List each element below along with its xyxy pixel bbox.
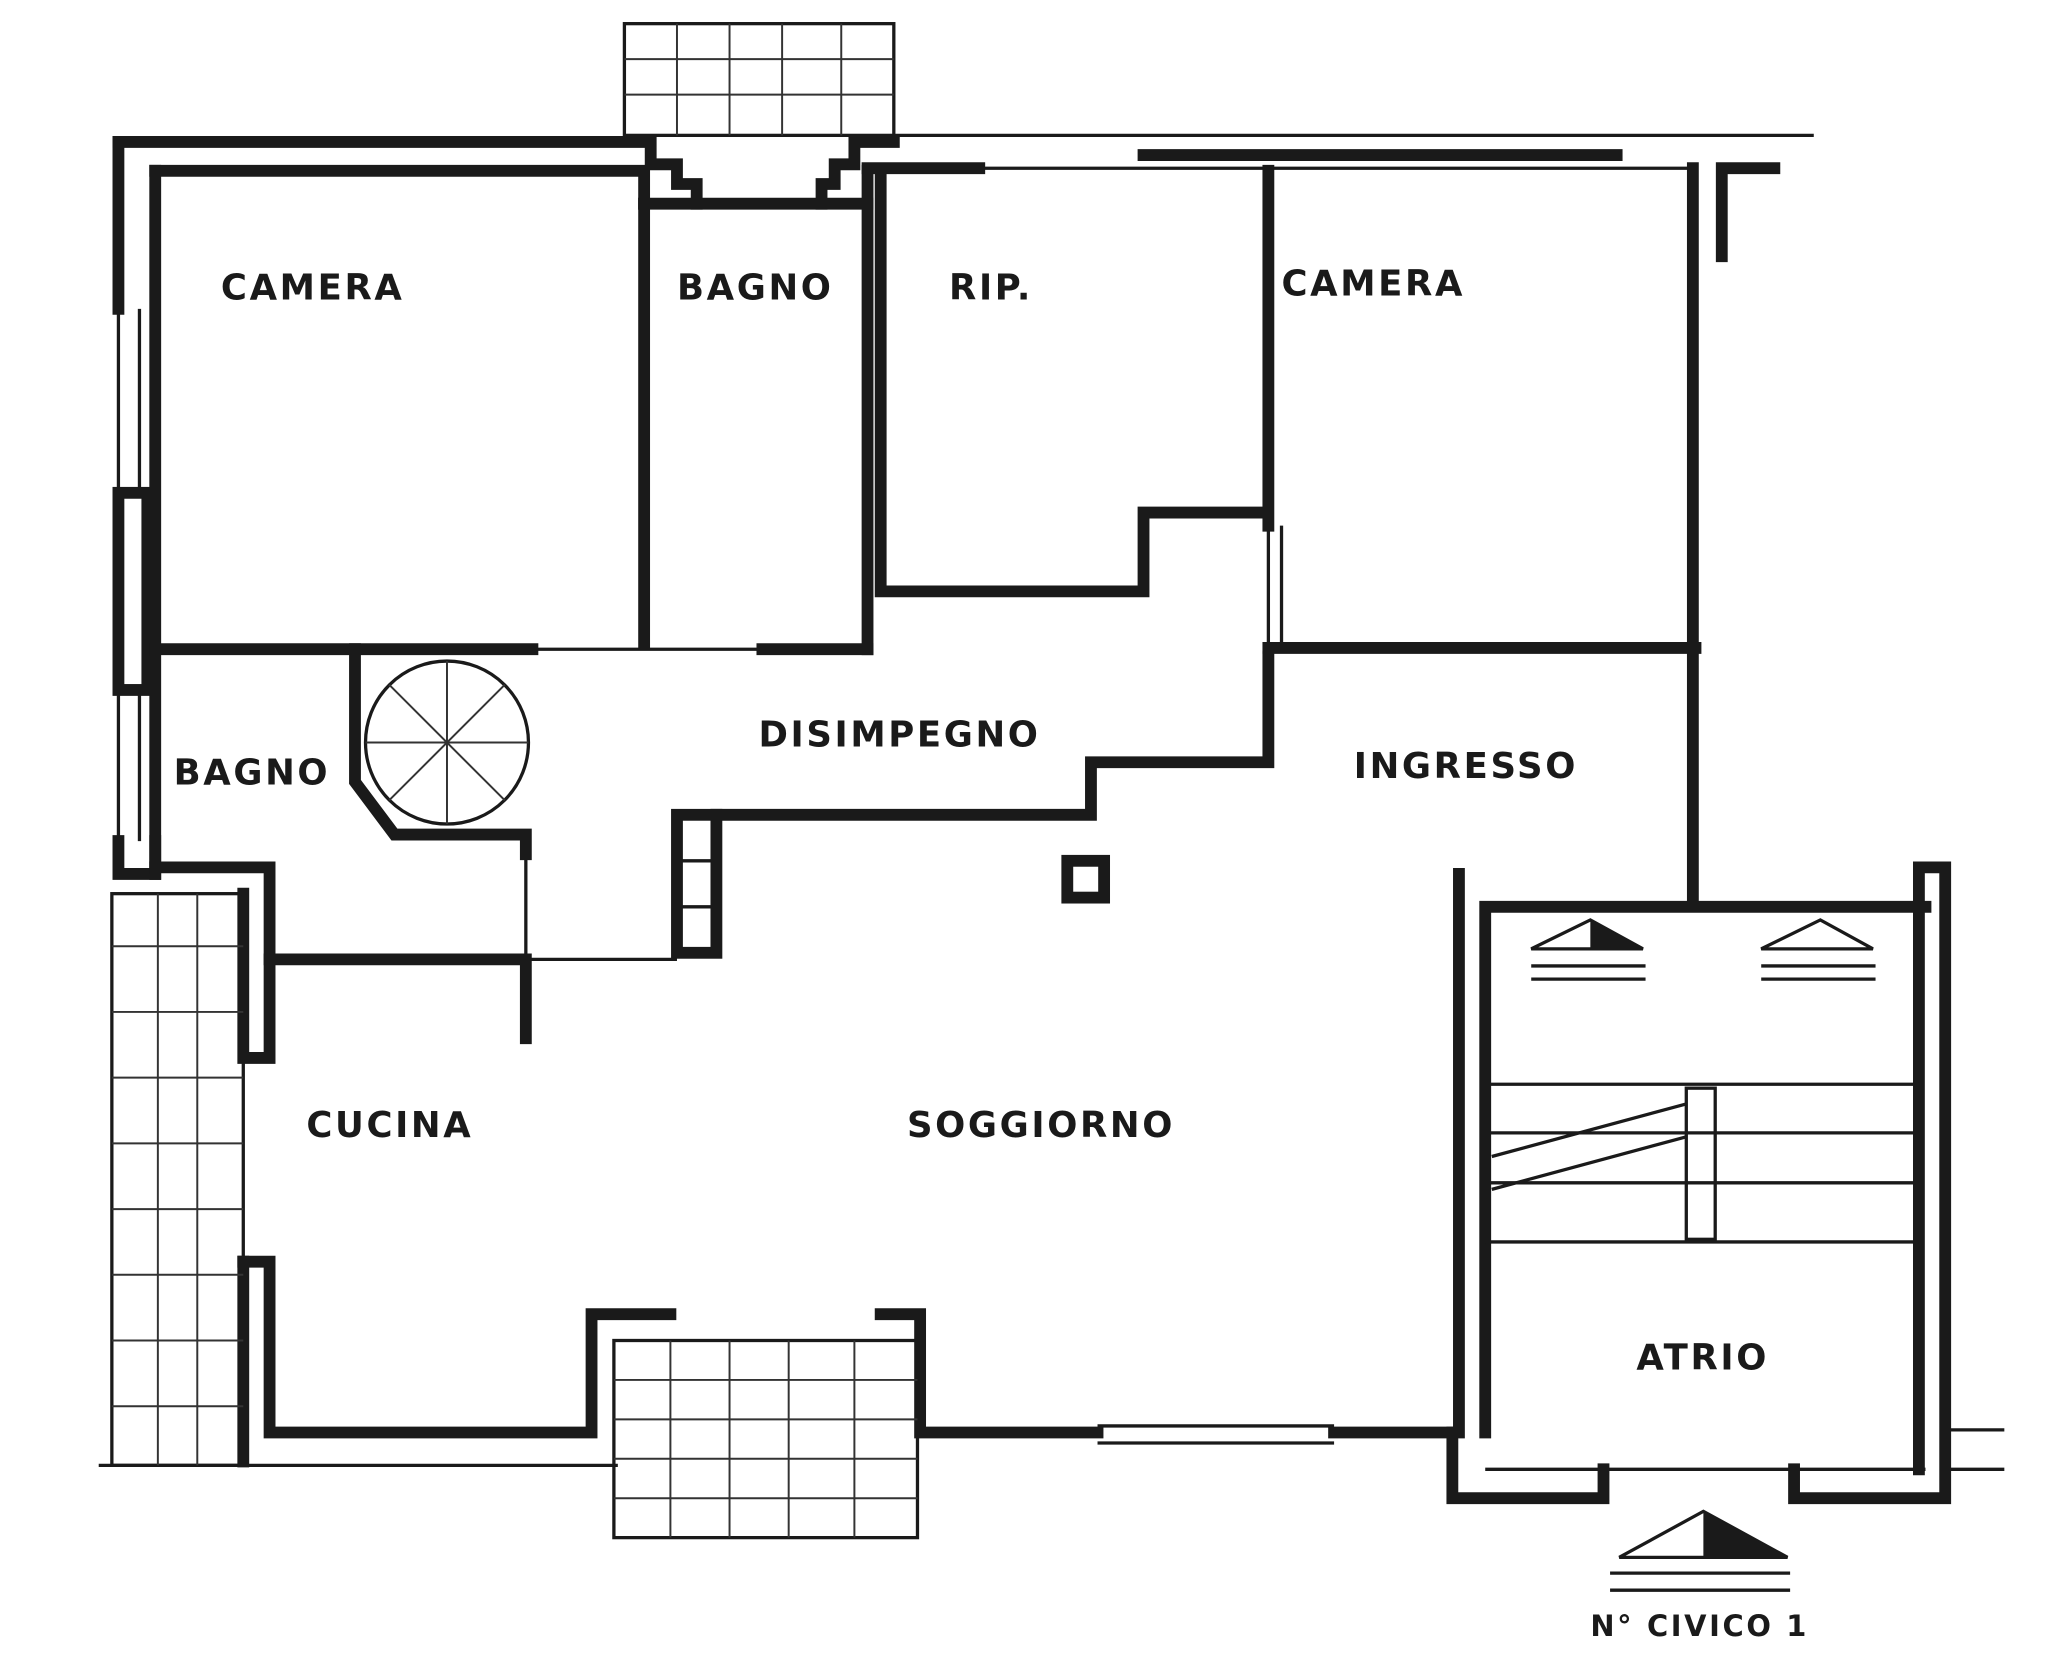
- staircase: [1485, 1082, 1919, 1244]
- balcony-top: [622, 22, 896, 138]
- room-label-soggiorno: SOGGIORNO: [907, 1105, 1175, 1146]
- room-label-camera-right: CAMERA: [1282, 264, 1466, 305]
- room-label-cucina: CUCINA: [306, 1105, 473, 1146]
- room-label-bagno-top: BAGNO: [677, 268, 834, 309]
- entrance-arrows: [1530, 918, 1876, 1592]
- room-label-ripostiglio: RIP.: [949, 268, 1033, 309]
- room-label-atrio: ATRIO: [1636, 1337, 1769, 1378]
- room-label-bagno-left: BAGNO: [174, 753, 331, 794]
- walls: [98, 133, 2005, 1592]
- spiral-staircase: [349, 643, 532, 861]
- balcony-left: [110, 892, 245, 1467]
- room-label-disimpegno: DISIMPEGNO: [758, 714, 1040, 755]
- room-label-camera-left: CAMERA: [221, 268, 405, 309]
- street-number-label: N° CIVICO 1: [1590, 1609, 1809, 1643]
- balcony-bottom: [612, 1338, 920, 1540]
- room-label-ingresso: INGRESSO: [1354, 746, 1578, 787]
